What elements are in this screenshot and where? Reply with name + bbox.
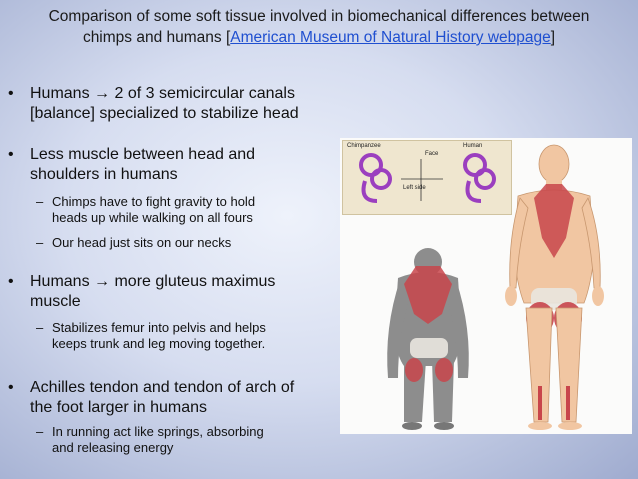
inset-label-left-side: Left side	[403, 185, 426, 191]
bullet-text-line: Achilles tendon and tendon of arch of	[30, 379, 295, 396]
subbullet-text-line: keeps trunk and leg moving together.	[52, 336, 266, 351]
inset-label-chimpanzee: Chimpanzee	[347, 143, 381, 149]
subbullet-text-line: Stabilizes femur into pelvis and helps	[52, 320, 266, 335]
bullet-text-line: muscle	[30, 292, 81, 310]
subbullet-text-line: Chimps have to fight gravity to hold	[52, 194, 256, 209]
subbullet-text-line: In running act like springs, absorbing	[52, 424, 264, 439]
subbullet-dash: –	[36, 235, 44, 250]
inset-label-human: Human	[463, 143, 483, 149]
amnh-link[interactable]: American Museum of Natural History webpa…	[230, 29, 551, 46]
subbullet-text-line: Our head just sits on our necks	[52, 235, 232, 250]
bullet-dot: •	[8, 273, 14, 290]
bullet-dot: •	[8, 85, 14, 102]
chimp-figure	[387, 248, 469, 430]
bullet-dot: •	[8, 379, 14, 396]
subbullet-dash: –	[36, 320, 44, 335]
human-figure	[505, 144, 604, 430]
bullet-text-line: Humans → more gluteus maximus	[30, 273, 276, 290]
semicircular-canals-inset: Chimpanzee Face Human Left side	[342, 140, 512, 215]
bullet-dot: •	[8, 146, 14, 163]
subbullet-text-line: heads up while walking on all fours	[52, 210, 253, 225]
inset-label-face: Face	[425, 151, 439, 157]
subbullet-dash: –	[36, 194, 44, 209]
bullet-text-line: shoulders in humans	[30, 165, 178, 183]
bullet-text-line: [balance] specialized to stabilize head	[30, 104, 299, 122]
anatomy-illustration	[387, 144, 604, 430]
canal-illustration	[359, 153, 496, 203]
subbullet-dash: –	[36, 424, 44, 439]
subbullet-text-line: and releasing energy	[52, 440, 174, 455]
bullet-text-line: Humans → 2 of 3 semicircular canals	[30, 85, 295, 102]
bullet-text-line: the foot larger in humans	[30, 398, 207, 416]
bullet-text-line: Less muscle between head and	[30, 146, 256, 163]
title-line-1: Comparison of some soft tissue involved …	[48, 8, 590, 25]
title-line-2-prefix: chimps and humans [	[82, 29, 231, 46]
slide-title: Comparison of some soft tissue involved …	[0, 6, 638, 48]
title-line-2-suffix: ]	[550, 29, 556, 46]
title-line-2: chimps and humans [American Museum of Na…	[0, 27, 638, 48]
